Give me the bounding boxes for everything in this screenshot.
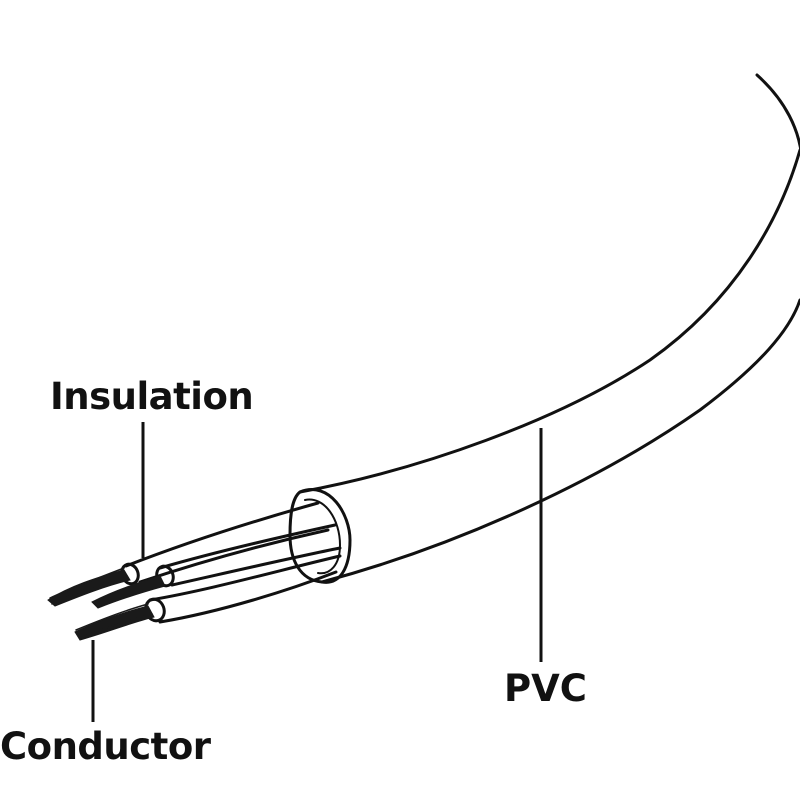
conductor-strand-bottom-fine [75,603,153,639]
pvc-jacket-top-edge [298,148,800,494]
leader-lines [91,422,543,722]
insulation-wire-bottom-lower [158,570,338,624]
pvc-jacket-cut-inner [304,498,342,575]
conductor-strand-middle [91,575,166,609]
conductor-strand-top-fine [49,567,127,605]
pvc-jacket-cut-end [288,488,352,584]
insulation-wire-top-upper [124,501,320,568]
pvc-jacket [288,73,800,584]
conductor-strands [47,567,166,641]
insulation-wire-middle-upper [158,523,337,570]
insulation-wire-top-lower [138,528,330,584]
insulated-wires [120,501,342,624]
insulation-wire-middle-lower [170,546,342,587]
insulation-wire-bottom-upper [148,554,342,602]
insulation-label: Insulation [50,375,254,418]
conductor-label: Conductor [0,725,211,768]
pvc-label: PVC [504,667,587,710]
pvc-jacket-bottom-edge [320,298,800,584]
pvc-jacket-right-end [755,73,800,156]
